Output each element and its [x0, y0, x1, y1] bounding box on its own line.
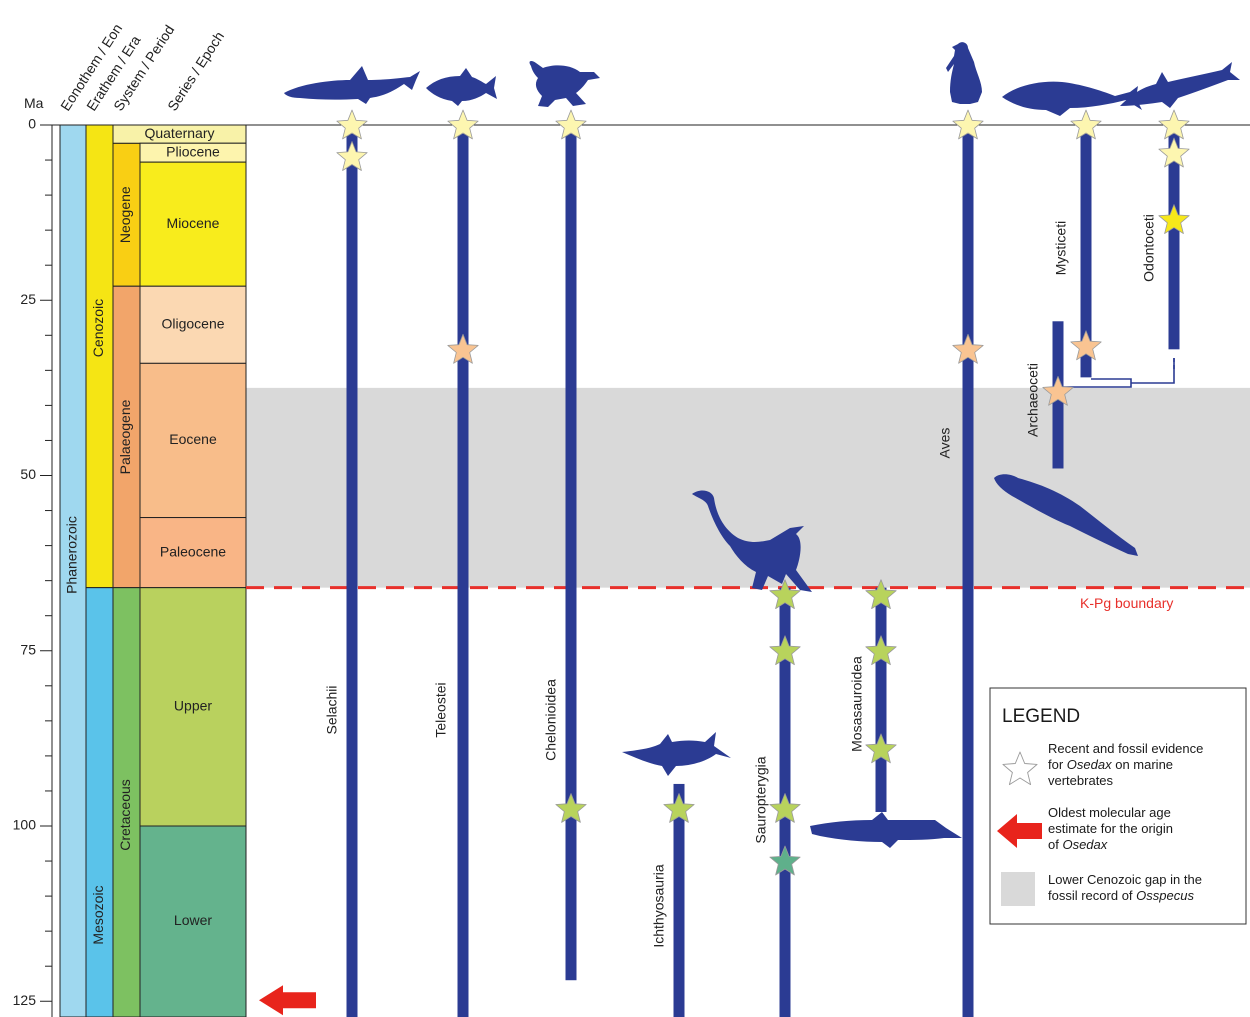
legend-title: LEGEND: [1002, 706, 1080, 727]
lineage-bar-selachii: [347, 125, 358, 1017]
lineage-bar-chelonioidea: [566, 125, 577, 980]
legend-text-span-italic: Osspecus: [1136, 888, 1194, 903]
lineage-bar-teleostei: [458, 125, 469, 1017]
legend-star-text-line-3: vertebrates: [1048, 773, 1114, 788]
lineage-label-teleostei: Teleostei: [433, 682, 449, 737]
tick-label-0: 0: [28, 116, 36, 132]
epoch-pliocene-label: Pliocene: [166, 143, 220, 159]
odontoceti-branch-connector: [1131, 358, 1174, 383]
baleen-whale-icon: [1002, 82, 1142, 116]
eon-phanerozoic: Phanerozoic: [60, 125, 86, 1017]
period-neogene: Neogene: [113, 143, 140, 286]
legend-text-span: on marine: [1112, 757, 1173, 772]
lineage-label-mosasauroidea: Mosasauroidea: [849, 656, 865, 752]
legend-text-span: of: [1048, 837, 1062, 852]
shark-icon: [284, 66, 420, 104]
tick-label-75: 75: [20, 641, 36, 657]
epoch-eocene: Eocene: [140, 363, 246, 517]
epoch-upper-label: Upper: [174, 698, 212, 714]
legend-star-text-line-1: Recent and fossil evidence: [1048, 741, 1203, 756]
legend-star-text-line-2: for Osedax on marine: [1048, 757, 1173, 772]
legend-arrow-text-line-2: estimate for the origin: [1048, 821, 1173, 836]
tick-label-100: 100: [13, 817, 37, 833]
lineage-label-selachii: Selachii: [324, 685, 340, 734]
period-cretaceous-label: Cretaceous: [117, 779, 133, 851]
lineage-label-mysticeti: Mysticeti: [1053, 221, 1069, 275]
period-neogene-label: Neogene: [117, 186, 133, 243]
epoch-miocene: Miocene: [140, 162, 246, 286]
epoch-pliocene: Pliocene: [140, 143, 246, 162]
tick-label-125: 125: [13, 992, 37, 1008]
legend-gap-text-line-1: Lower Cenozoic gap in the: [1048, 872, 1202, 887]
legend-text-span: for: [1048, 757, 1067, 772]
epoch-lower-label: Lower: [174, 912, 212, 928]
mosasaur-icon: [810, 812, 962, 848]
period-cretaceous: Cretaceous: [113, 588, 140, 1017]
epoch-paleocene: Paleocene: [140, 518, 246, 588]
epoch-oligocene: Oligocene: [140, 286, 246, 363]
legend-text-span-italic: Osedax: [1067, 757, 1112, 772]
column-header-series-epoch: Series / Epoch: [164, 29, 227, 114]
lineage-bar-mosasauroidea: [876, 588, 887, 812]
legend-arrow-text-line-1: Oldest molecular age: [1048, 805, 1171, 820]
unit-label: Ma: [24, 95, 44, 111]
period-palaeogene-label: Palaeogene: [117, 399, 133, 474]
lineage-label-chelonioidea: Chelonioidea: [543, 679, 559, 761]
dolphin-icon: [1120, 62, 1240, 108]
epoch-quaternary-label: Quaternary: [144, 125, 214, 141]
fish-icon: [426, 68, 497, 106]
penguin-icon: [946, 42, 982, 104]
lineage-label-aves: Aves: [937, 428, 953, 459]
tick-label-25: 25: [20, 291, 36, 307]
tick-label-50: 50: [20, 466, 36, 482]
legend-text-span-italic: Osedax: [1062, 837, 1107, 852]
eon-phanerozoic-label: Phanerozoic: [64, 516, 80, 594]
legend-text-span: fossil record of: [1048, 888, 1136, 903]
epoch-lower: Lower: [140, 826, 246, 1017]
epoch-paleocene-label: Paleocene: [160, 543, 226, 559]
era-mesozoic: Mesozoic: [86, 588, 113, 1017]
era-cenozoic: Cenozoic: [86, 125, 113, 588]
oldest-molecular-age-arrow-icon: [259, 985, 316, 1015]
ichthyosaur-icon: [622, 732, 731, 776]
era-mesozoic-box: [86, 588, 113, 1017]
k-pg-boundary-label: K-Pg boundary: [1080, 595, 1173, 611]
epoch-miocene-label: Miocene: [167, 215, 220, 231]
lineage-bar-aves: [963, 125, 974, 1017]
lineage-label-odontoceti: Odontoceti: [1141, 214, 1157, 282]
lineage-label-ichthyosauria: Ichthyosauria: [651, 864, 667, 947]
legend-gap-swatch: [1001, 872, 1035, 906]
epoch-eocene-label: Eocene: [169, 431, 217, 447]
lineage-label-sauropterygia: Sauropterygia: [753, 756, 769, 843]
whale-branch-connector: [1063, 379, 1131, 387]
turtle-icon: [530, 61, 600, 107]
epoch-upper: Upper: [140, 588, 246, 826]
lineage-label-archaeoceti: Archaeoceti: [1025, 363, 1041, 437]
period-palaeogene: Palaeogene: [113, 286, 140, 587]
era-mesozoic-label: Mesozoic: [90, 885, 106, 944]
era-cenozoic-label: Cenozoic: [90, 299, 106, 357]
epoch-oligocene-label: Oligocene: [161, 315, 224, 331]
epoch-quaternary: Quaternary: [113, 125, 246, 143]
legend-gap-text-line-2: fossil record of Osspecus: [1048, 888, 1194, 903]
legend-arrow-text-line-3: of Osedax: [1048, 837, 1108, 852]
